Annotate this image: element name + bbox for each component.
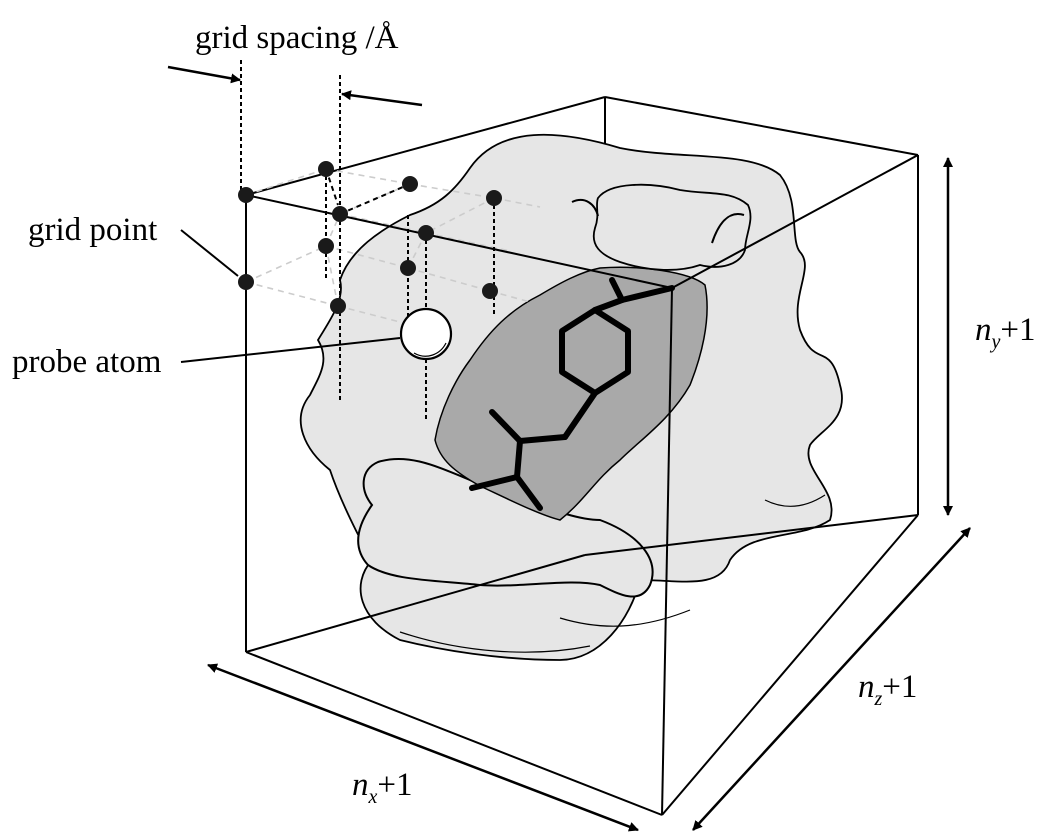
probe-atom-leader — [180, 337, 401, 363]
grid-point — [482, 283, 498, 299]
grid-points — [238, 161, 502, 314]
upper-lobe — [592, 183, 752, 271]
grid-spacing-label: grid spacing /Å — [195, 19, 399, 56]
probe-atom — [399, 307, 453, 361]
grid-point — [238, 274, 254, 290]
grid-point — [318, 238, 334, 254]
surface-curl-2 — [711, 213, 745, 244]
grid-point — [418, 225, 434, 241]
probe-atom-label: probe atom — [12, 344, 162, 380]
ligand-structure — [469, 277, 675, 511]
grid-point — [332, 206, 348, 222]
grid-point — [402, 176, 418, 192]
surface-crease-2 — [559, 609, 691, 627]
grid-spacing-arrow-right — [341, 90, 423, 107]
grid-drop-lines — [240, 60, 495, 420]
grid-point — [238, 187, 254, 203]
grid-point — [330, 298, 346, 314]
grid-point-leader — [180, 229, 239, 277]
nz-dimension-arrow — [692, 527, 971, 831]
surface-curl-1 — [571, 198, 599, 217]
grid-point — [400, 260, 416, 276]
binding-pocket — [434, 266, 708, 521]
nx-label: nx+1 — [352, 767, 413, 808]
grid-point — [486, 190, 502, 206]
grid-point — [318, 161, 334, 177]
surface-crease-3 — [764, 494, 826, 507]
nx-dimension-arrow — [207, 663, 639, 832]
surface-crease-1 — [399, 631, 591, 653]
grid-point-label: grid point — [28, 212, 157, 248]
grid-spacing-arrow-left — [167, 65, 241, 84]
grid-lattice-dark — [325, 168, 411, 215]
nz-label: nz+1 — [858, 669, 917, 710]
ny-label: ny+1 — [975, 312, 1036, 353]
